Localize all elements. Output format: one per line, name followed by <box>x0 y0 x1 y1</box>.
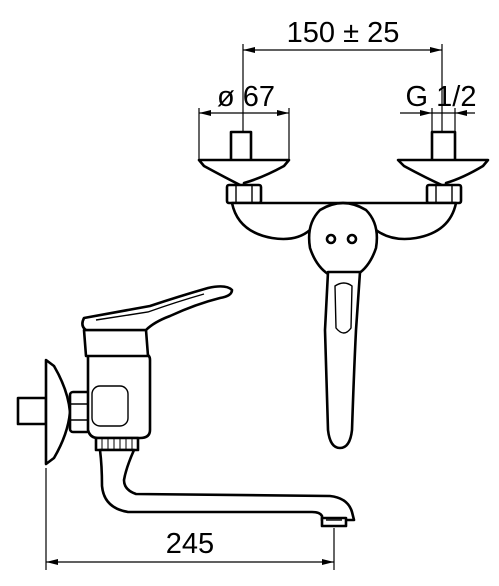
right-connector <box>396 130 490 205</box>
lever-handle <box>323 270 362 450</box>
spacing-label: 150 ± 25 <box>287 17 400 49</box>
reach-dimension: 245 <box>45 468 335 570</box>
left-connector <box>197 130 291 205</box>
aerator <box>320 516 348 528</box>
indicator-dot-cold <box>346 233 358 245</box>
reach-label: 245 <box>166 528 214 560</box>
front-view: 150 ± 25 ø 67 G 1/2 <box>197 17 490 450</box>
lever-head <box>307 201 379 276</box>
flange-diameter-dimension: ø 67 <box>198 81 290 160</box>
thread-label: G 1/2 <box>406 81 477 113</box>
spout-connector <box>94 436 140 452</box>
spacing-dimension: 150 ± 25 <box>242 17 443 170</box>
side-view <box>16 285 356 528</box>
swivel-spout <box>98 448 356 522</box>
wall-flange <box>44 358 72 466</box>
indicator-dot-hot <box>325 233 337 245</box>
thread-dimension: G 1/2 <box>400 81 476 135</box>
wall-inlet <box>16 396 48 426</box>
flange-diameter-label: ø 67 <box>217 81 275 113</box>
